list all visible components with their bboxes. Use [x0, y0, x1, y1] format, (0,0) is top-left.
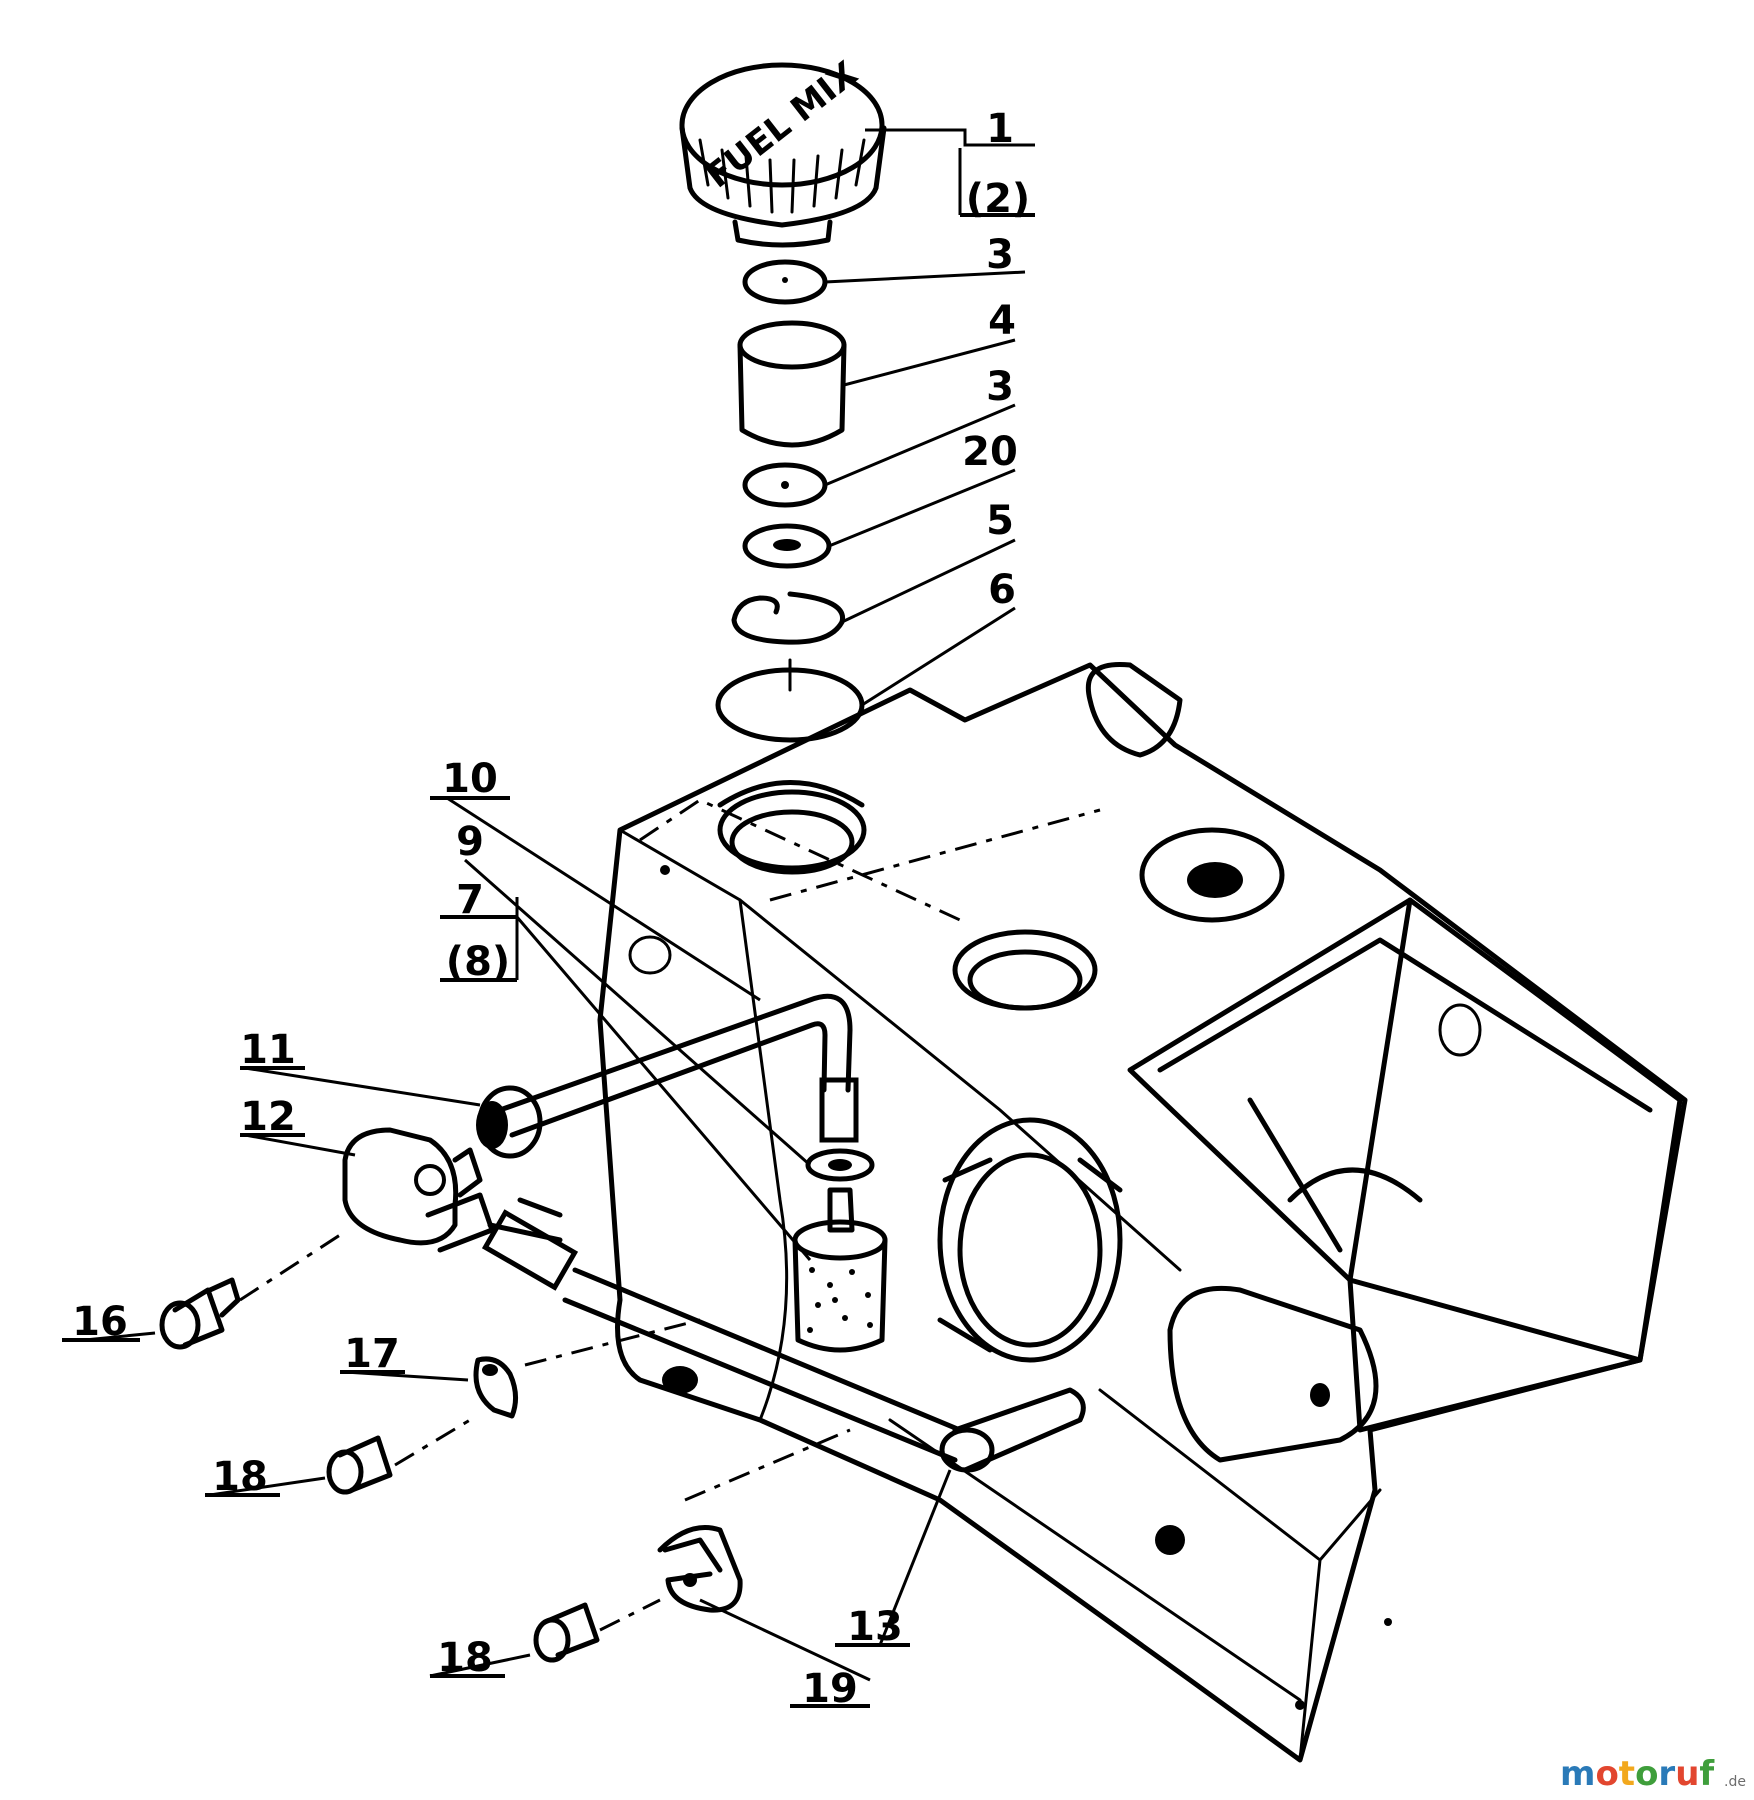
callout-6: 6	[988, 567, 1016, 613]
callout-13: 13	[847, 1604, 903, 1650]
callout-10: 10	[442, 756, 498, 802]
callout-11: 11	[240, 1027, 296, 1073]
wm-letter-o2: o	[1635, 1754, 1658, 1794]
spring-clip	[731, 591, 846, 645]
callout-9: 9	[456, 819, 484, 865]
wm-letter-r: r	[1658, 1754, 1675, 1794]
fuel-filter	[792, 1187, 888, 1353]
wm-letter-m: m	[1560, 1754, 1595, 1794]
callout-20: 20	[962, 429, 1018, 475]
screw-18b	[533, 1602, 600, 1663]
svg-text:motoruf: motoruf	[1560, 1754, 1715, 1794]
callout-labels: 1 (2) 3 4 3 20 5 6 10 9 7 (8) 11 12 16 1…	[62, 106, 1035, 1712]
bracket-clip-19	[657, 1525, 743, 1613]
wm-letter-o1: o	[1595, 1754, 1618, 1794]
motoruf-watermark: motoruf .de	[1560, 1754, 1746, 1794]
callout-12: 12	[240, 1094, 296, 1140]
callout-18-lower: 18	[437, 1635, 493, 1681]
fuel-tank-housing	[597, 661, 1688, 1763]
shutoff-valve	[342, 1127, 495, 1253]
callout-18-upper: 18	[212, 1454, 268, 1500]
callout-1: 1	[986, 106, 1014, 152]
callout-17: 17	[344, 1331, 400, 1377]
callout-16: 16	[72, 1299, 128, 1345]
filler-neck	[737, 320, 847, 448]
callout-5: 5	[986, 498, 1014, 544]
fuel-hose	[481, 1197, 1086, 1473]
wm-letter-f: f	[1699, 1754, 1715, 1794]
fuel-line	[497, 993, 853, 1138]
leader-lines	[84, 128, 1035, 1682]
grommet	[476, 1085, 543, 1159]
clip-17	[473, 1356, 518, 1419]
fuel-cap: FUEL MIX	[679, 54, 887, 248]
callout-3-upper: 3	[986, 232, 1014, 278]
wm-letter-t: t	[1619, 1754, 1635, 1794]
wm-suffix: .de	[1724, 1774, 1746, 1790]
callout-4: 4	[988, 298, 1016, 344]
callout-8: (8)	[446, 939, 510, 985]
screw-16	[159, 1277, 241, 1350]
screw-18a	[326, 1435, 393, 1495]
wm-letter-u: u	[1675, 1754, 1699, 1794]
callout-3-lower: 3	[986, 364, 1014, 410]
